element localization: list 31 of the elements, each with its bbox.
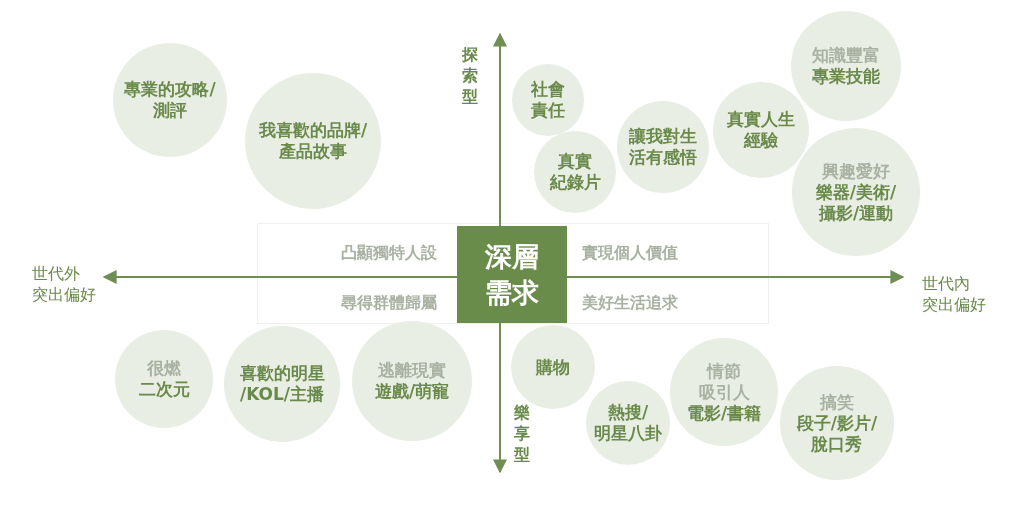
topic-heading: 逃離現實 [377,360,447,381]
topic-heading: 很燃 [146,358,182,379]
quadrant-label: 尋得群體歸屬 [340,292,437,313]
topic-label: 我喜歡的品牌/產品故事 [257,120,369,162]
topic-label: 熱搜/明星八卦 [593,402,663,444]
axis-label: 樂享型 [514,402,531,465]
topic-label: 專業的攻略/測評 [123,79,217,121]
quadrant-label: 美好生活追求 [582,292,678,313]
axis-label: 世代外突出偏好 [32,263,97,305]
core-need-panel [457,226,567,323]
topic-label: 社會責任 [530,79,566,121]
axis-label: 世代內突出偏好 [922,273,987,315]
topic-label: 喜歡的明星/KOL/主播 [238,363,326,405]
topic-label: 樂器/美術/攝影/運動 [814,181,898,224]
topic-heading: 興趣愛好 [821,160,891,182]
axis-label: 探索型 [462,44,479,107]
topic-heading: 知識豐富 [811,45,881,66]
topic-label: 遊戲/萌寵 [373,381,451,402]
quadrant-label: 實現個人價值 [582,242,678,263]
topic-label: 二次元 [137,379,191,400]
topic-label: 專業技能 [811,66,881,87]
topic-label: 讓我對生活有感悟 [628,126,698,168]
topic-heading: 情節吸引人 [697,360,751,403]
topic-label: 購物 [535,356,571,378]
topic-heading: 搞笑 [818,391,855,413]
panel-heading: 深層需求 [484,239,540,310]
topic-label: 真實人生經驗 [726,109,796,151]
topic-label: 真實紀錄片 [548,151,602,193]
topic-label: 段子/影片/脫口秀 [795,412,879,455]
topic-label: 電影/書籍 [685,402,763,424]
quadrant-label: 凸顯獨特人設 [340,242,437,263]
